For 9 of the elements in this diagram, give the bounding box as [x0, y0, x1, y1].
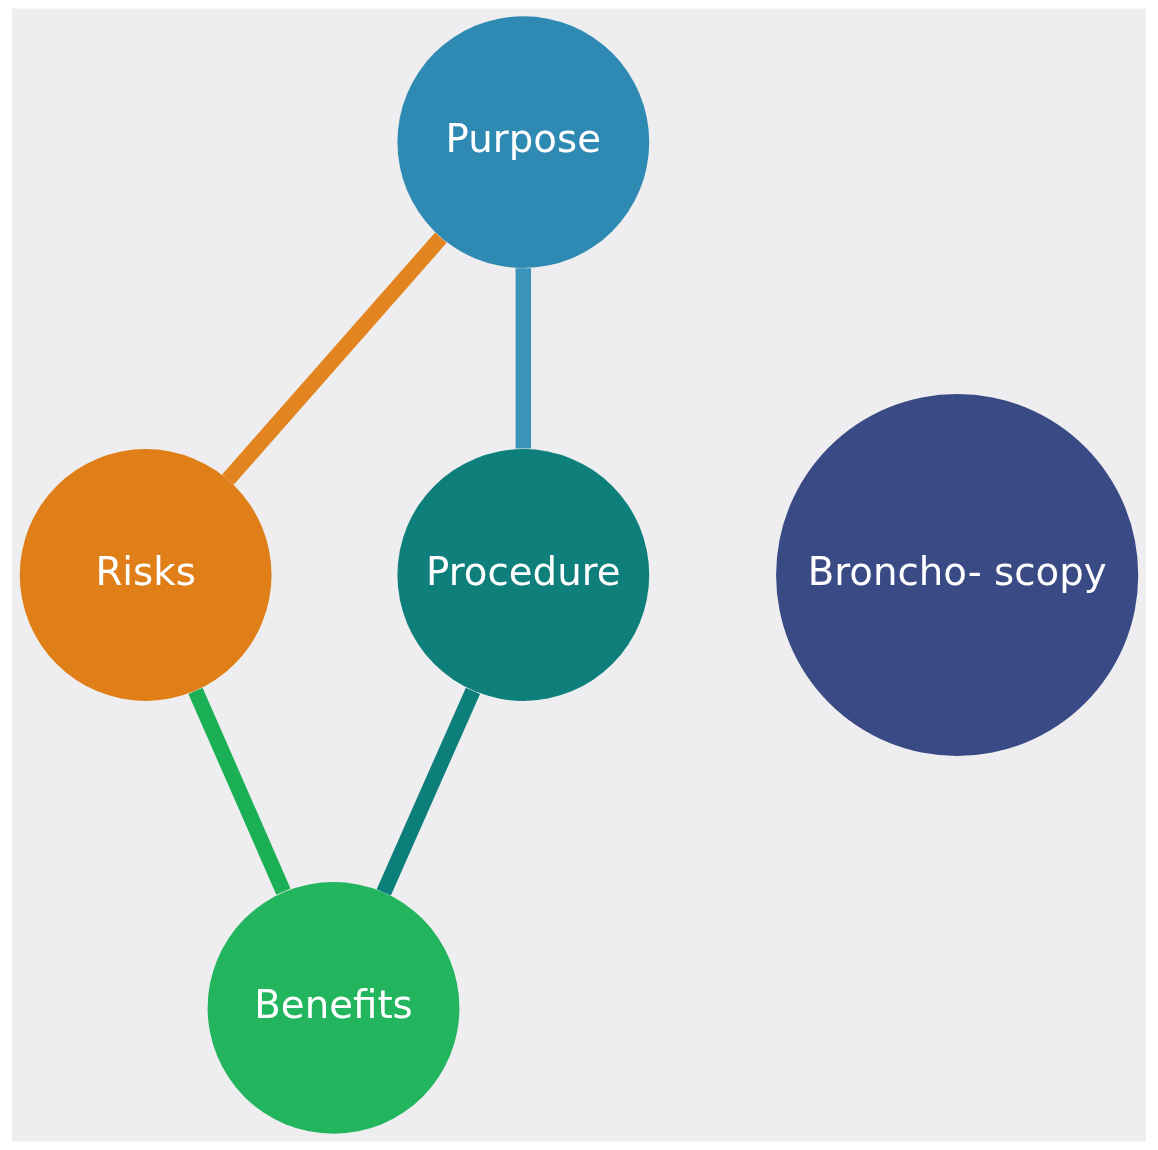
node-circle: Broncho- scopy: [776, 393, 1139, 757]
connector: [376, 687, 481, 896]
connector: [188, 687, 291, 895]
node-circle: Procedure: [397, 449, 650, 701]
node-circle: Purpose: [397, 16, 650, 268]
connector: [515, 268, 532, 449]
node-circle: Benefits: [207, 882, 460, 1134]
connector: [222, 232, 447, 485]
node-circle: Risks: [19, 449, 272, 701]
